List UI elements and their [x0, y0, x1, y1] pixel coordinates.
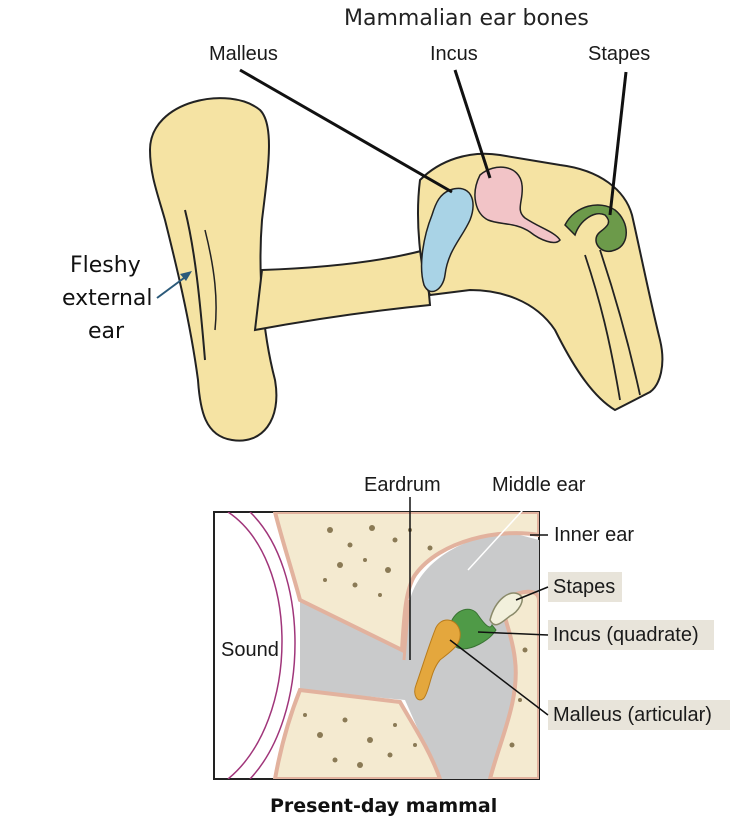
leader-incus [453, 69, 492, 179]
leader-incus-bottom [477, 631, 549, 636]
pinna-fold-2 [204, 229, 217, 331]
caption-present-day-mammal: Present-day mammal [270, 795, 497, 817]
incus-bone [474, 166, 561, 244]
label-middle-ear: Middle ear [492, 474, 586, 496]
sound-wave-2 [249, 512, 296, 779]
label-bg-stapes [548, 572, 622, 602]
label-malleus: Malleus [209, 43, 278, 65]
inner-ear-bone [487, 589, 539, 779]
leader-malleus-bottom [449, 639, 549, 716]
label-eardrum: Eardrum [364, 474, 441, 496]
stapes-bone [564, 204, 627, 253]
leader-stapes [608, 71, 628, 216]
label-external-ear-3: ear [88, 319, 125, 344]
bone-speckles [303, 525, 528, 768]
sound-wave-1 [227, 512, 283, 779]
malleus-bone-bottom [414, 619, 461, 701]
temporal-bone [417, 152, 664, 412]
label-stapes-bottom: Stapes [553, 576, 615, 598]
mammalian-ear-diagram: Mammalian ear bones Malleus Incus Stapes… [62, 6, 664, 442]
label-bg-incus [548, 620, 714, 650]
malleus-bone [420, 187, 474, 293]
leader-stapes-bottom [515, 586, 549, 601]
label-external-ear-1: Fleshy [70, 253, 141, 278]
label-external-ear-2: external [62, 286, 153, 311]
inner-canal-line-2 [599, 249, 641, 396]
present-day-mammal-diagram: Eardrum Middle ear Inner ear Sound Stape… [213, 474, 730, 817]
lower-bone [272, 687, 443, 779]
eardrum-membrane [402, 599, 411, 661]
pinna-fold [184, 209, 206, 361]
label-sound: Sound [221, 639, 279, 661]
upper-bone [272, 512, 539, 654]
leader-external-ear [156, 274, 189, 299]
leader-external-ear-arrowhead [180, 271, 192, 281]
label-bg-malleus [548, 700, 730, 730]
label-stapes: Stapes [588, 43, 650, 65]
leader-malleus [239, 68, 453, 194]
middle-ear-cavity [300, 534, 539, 779]
label-incus: Incus [430, 43, 478, 65]
label-malleus-bottom: Malleus (articular) [553, 704, 712, 726]
inner-canal-line [584, 254, 621, 401]
label-incus-bottom: Incus (quadrate) [553, 624, 699, 646]
top-title: Mammalian ear bones [344, 6, 589, 31]
ear-canal [253, 248, 432, 332]
leader-middle-ear [467, 499, 533, 571]
label-inner-ear: Inner ear [554, 524, 634, 546]
stapes-bone-bottom [489, 592, 523, 626]
